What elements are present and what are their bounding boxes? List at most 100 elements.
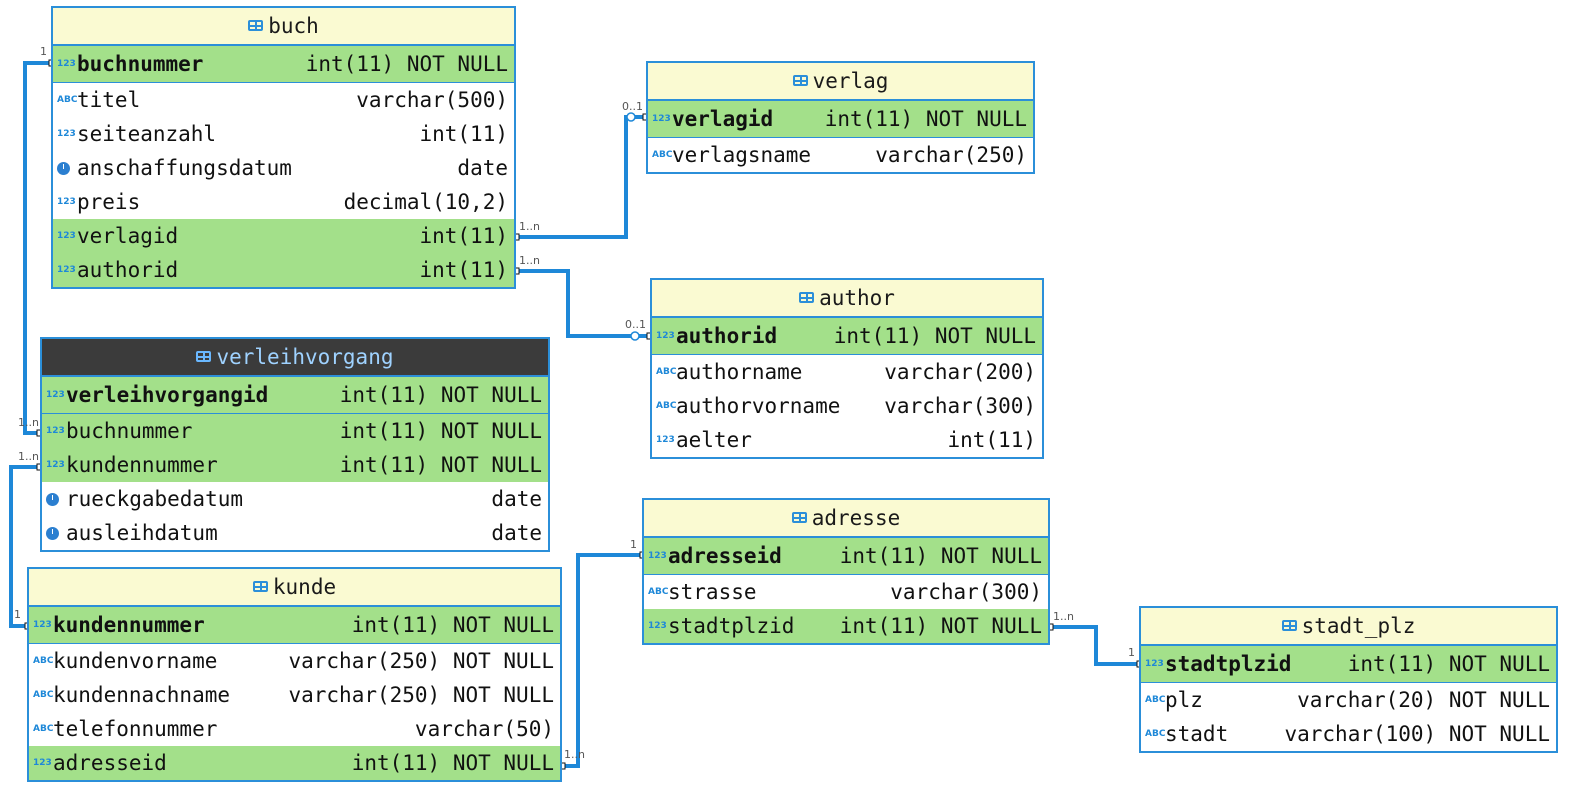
cardinality-label: 1..n — [519, 254, 540, 267]
column-type: varchar(20) NOT NULL — [1297, 688, 1550, 712]
cardinality-label: 0..1 — [622, 100, 643, 113]
column-name: preis — [77, 190, 141, 214]
cardinality-label: 1 — [14, 608, 21, 621]
text-type-icon: ABC — [652, 150, 673, 160]
column-type: date — [491, 487, 542, 511]
cardinality-label: 1..n — [519, 220, 540, 233]
column-name: stadtplzid — [668, 614, 795, 638]
relation-verleih-buch[interactable] — [23, 61, 52, 435]
entity-header[interactable]: verleihvorgang — [42, 339, 548, 377]
text-type-icon: ABC — [1145, 695, 1166, 705]
table-icon — [799, 291, 815, 303]
entity-title: author — [819, 286, 895, 310]
relation-adresse-stadtplz[interactable] — [1050, 625, 1140, 666]
number-type-icon: 123 — [57, 129, 76, 139]
foreign-key-icon: 123 — [57, 231, 76, 241]
number-type-icon: 123 — [57, 197, 76, 207]
column-type: int(11) — [947, 428, 1036, 452]
text-type-icon: ABC — [33, 724, 54, 734]
column-name: kundenvorname — [53, 649, 218, 673]
clock-icon — [46, 526, 59, 540]
column-type: int(11) NOT NULL — [824, 107, 1027, 131]
column-name: authorid — [77, 258, 179, 282]
relation-kunde-adresse[interactable] — [562, 553, 643, 768]
text-type-icon: ABC — [33, 690, 54, 700]
relation-buch-author[interactable] — [516, 269, 650, 338]
column-name: verlagid — [672, 107, 774, 131]
entity-header[interactable]: buch — [53, 8, 514, 46]
foreign-key-icon: 123 — [648, 621, 667, 631]
entity-header[interactable]: kunde — [29, 569, 560, 607]
text-type-icon: ABC — [57, 95, 78, 105]
text-type-icon: ABC — [656, 401, 677, 411]
column-type: int(11) NOT NULL — [339, 383, 542, 407]
relation-verleih-kunde[interactable] — [9, 465, 40, 628]
entity-title: buch — [268, 14, 319, 38]
primary-key-icon: 123 — [33, 620, 52, 630]
table-icon — [248, 19, 264, 31]
table-icon — [196, 350, 212, 362]
column-name: verlagsname — [672, 143, 812, 167]
table-icon — [252, 580, 268, 592]
column-name: stadtplzid — [1165, 652, 1292, 676]
column-type: varchar(500) — [356, 88, 508, 112]
column-type: int(11) — [419, 122, 508, 146]
entity-header[interactable]: verlag — [648, 63, 1033, 101]
cardinality-label: 0..1 — [625, 318, 646, 331]
column-name: kundennachname — [53, 683, 231, 707]
column-name: buchnummer — [66, 419, 193, 443]
entity-header[interactable]: author — [652, 280, 1042, 318]
column-type: varchar(300) — [890, 580, 1042, 604]
entity-title: kunde — [272, 575, 337, 599]
entity-header[interactable]: stadt_plz — [1141, 608, 1556, 646]
relation-buch-verlag[interactable] — [516, 115, 646, 239]
entity-header[interactable]: adresse — [644, 500, 1048, 538]
cardinality-label: 1..n — [18, 416, 39, 429]
column-name: buchnummer — [77, 52, 204, 76]
primary-key-icon: 123 — [46, 390, 65, 400]
text-type-icon: ABC — [648, 587, 669, 597]
column-type: varchar(250) NOT NULL — [288, 683, 554, 707]
cardinality-label: 1 — [630, 538, 637, 551]
column-type: int(11) — [419, 258, 508, 282]
clock-icon — [46, 492, 59, 506]
column-type: int(11) NOT NULL — [839, 544, 1042, 568]
text-type-icon: ABC — [33, 656, 54, 666]
